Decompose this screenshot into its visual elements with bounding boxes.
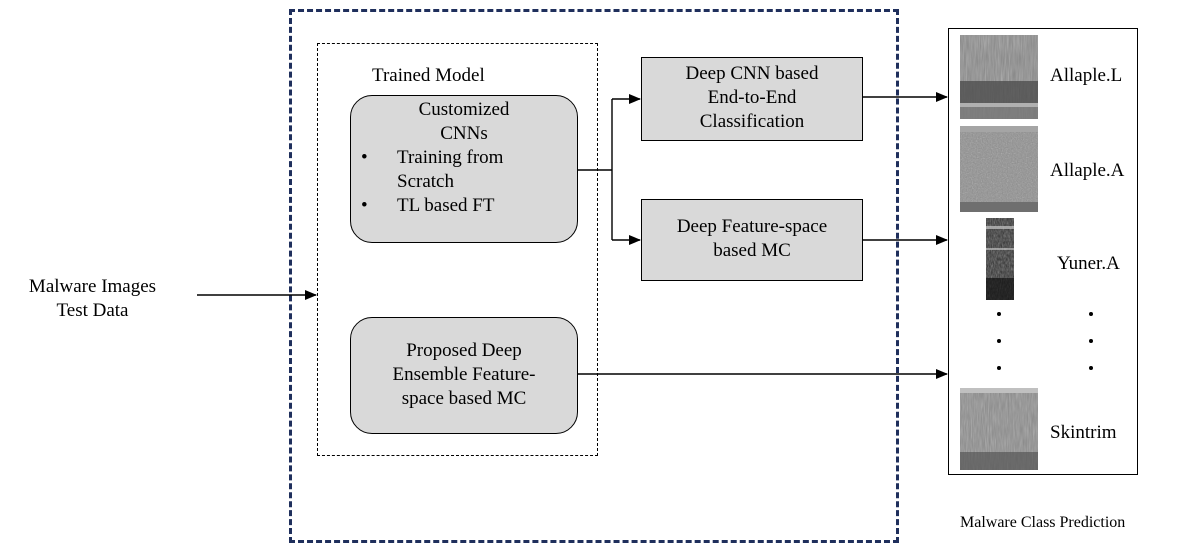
trained-model-container (317, 43, 598, 456)
bullet-2-line-1: TL based FT (397, 195, 495, 216)
input-label: Malware Images Test Data (0, 275, 185, 323)
allaple-l-image (960, 35, 1038, 119)
system-boundary (289, 9, 899, 543)
yuner-a-thumbnail (986, 218, 1014, 300)
bullet-1-line-1: Training from (397, 147, 504, 168)
deep-cnn-line-2: End-to-End (707, 87, 797, 108)
bullet-1-line-2: Scratch (397, 171, 454, 192)
ellipsis-dot (997, 312, 1001, 316)
customized-cnns-box: Customized CNNs Training from Scratch TL… (350, 95, 578, 243)
bullet-training-from-scratch: Training from Scratch (351, 146, 577, 194)
proposed-ensemble-line-2: Ensemble Feature- (392, 364, 536, 385)
class-label-allaple-a: Allaple.A (1050, 160, 1125, 181)
ellipsis-dot (1089, 366, 1093, 370)
prediction-caption: Malware Class Prediction (960, 514, 1126, 531)
class-label-allaple-l: Allaple.L (1050, 65, 1123, 86)
class-label-yuner-a: Yuner.A (1057, 253, 1120, 274)
deep-cnn-box: Deep CNN based End-to-End Classification (641, 57, 863, 141)
yuner-a-image (986, 218, 1014, 300)
allaple-l-thumbnail (960, 35, 1038, 119)
class-label-skintrim: Skintrim (1050, 422, 1117, 443)
input-label-line-1: Malware Images (28, 276, 157, 297)
proposed-ensemble-line-3: space based MC (401, 388, 527, 409)
trained-model-title: Trained Model (372, 65, 485, 86)
customized-cnns-title-1: Customized (418, 99, 510, 120)
deep-feature-line-2: based MC (713, 240, 791, 261)
allaple-a-image (960, 126, 1038, 212)
proposed-ensemble-line-1: Proposed Deep (406, 340, 522, 361)
ellipsis-dot (997, 339, 1001, 343)
deep-feature-box: Deep Feature-space based MC (641, 199, 863, 281)
bullet-tl-based-ft: TL based FT (351, 194, 577, 218)
customized-cnns-bullets: Training from Scratch TL based FT (351, 146, 577, 218)
skintrim-image (960, 388, 1038, 470)
customized-cnns-title-2: CNNs (440, 123, 488, 144)
ellipsis-dot (997, 366, 1001, 370)
skintrim-thumbnail (960, 388, 1038, 470)
proposed-ensemble-box: Proposed Deep Ensemble Feature- space ba… (350, 317, 578, 434)
deep-feature-line-1: Deep Feature-space (676, 216, 828, 237)
allaple-a-thumbnail (960, 126, 1038, 212)
input-label-line-2: Test Data (56, 300, 129, 321)
deep-cnn-line-1: Deep CNN based (685, 63, 819, 84)
ellipsis-dot (1089, 339, 1093, 343)
deep-cnn-line-3: Classification (699, 111, 805, 132)
ellipsis-dot (1089, 312, 1093, 316)
